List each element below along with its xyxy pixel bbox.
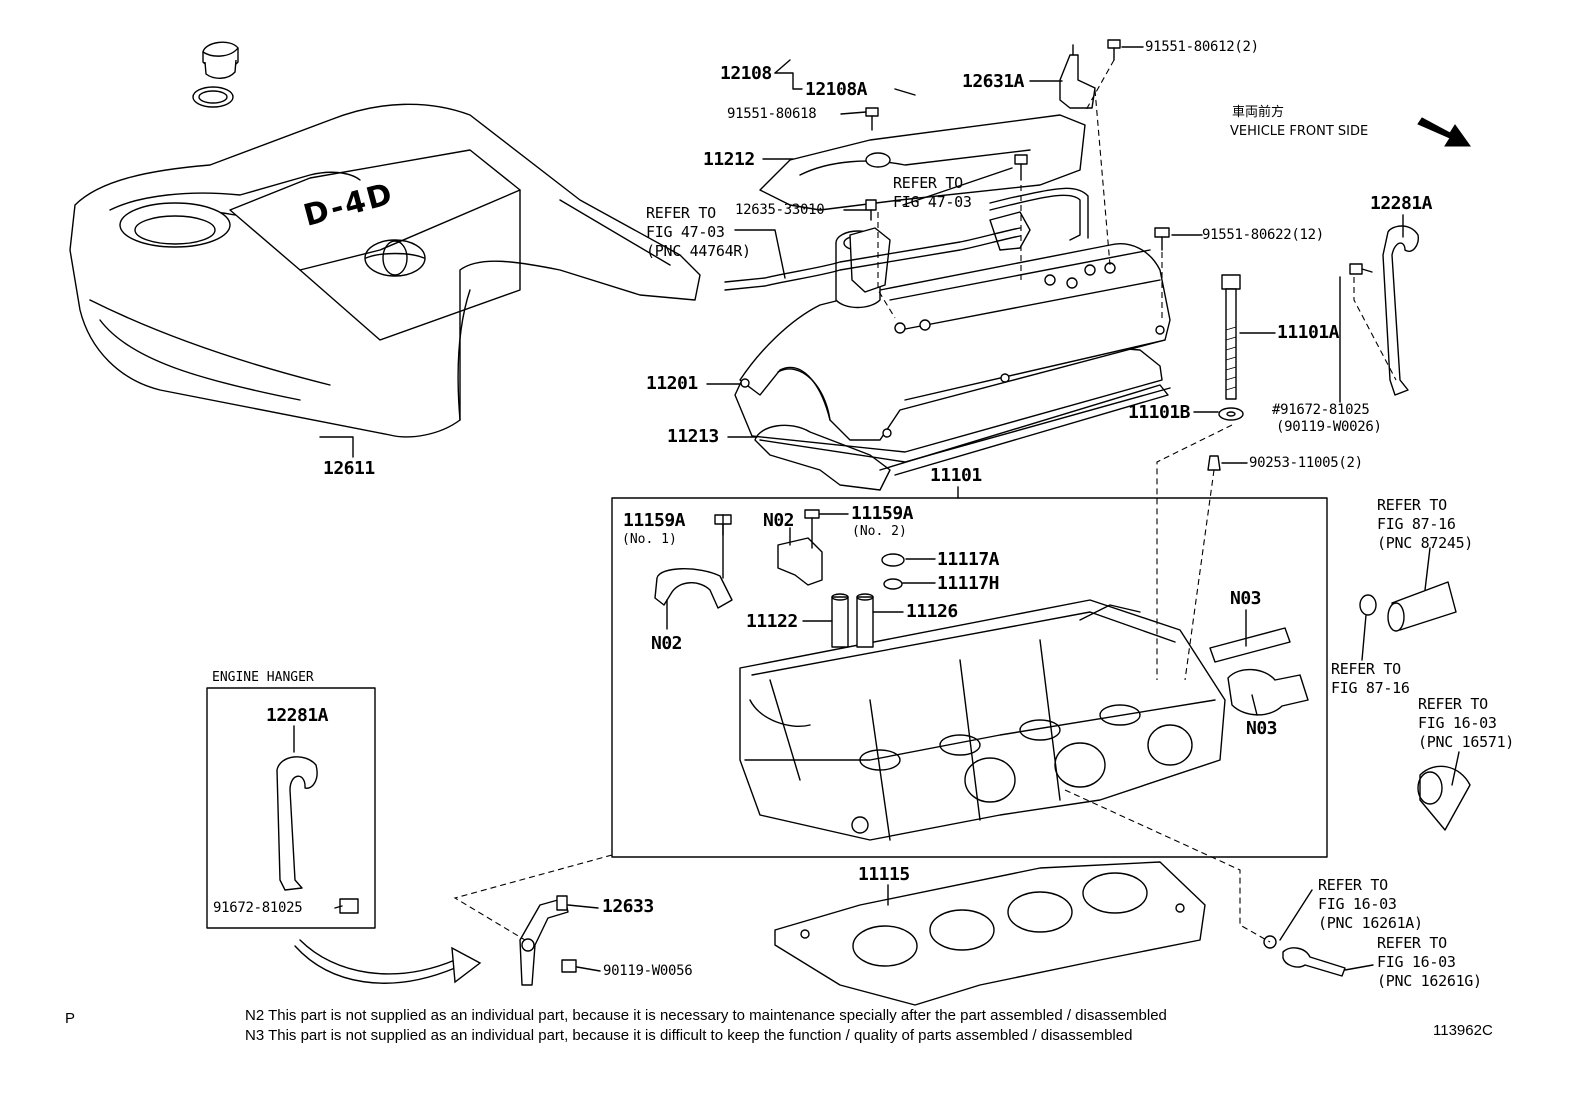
vehicle-front-label: VEHICLE FRONT SIDE [1230, 124, 1369, 139]
part-label-11117a[interactable]: 11117A [937, 549, 1000, 570]
part-label-91551-80618[interactable]: 91551-80618 [727, 106, 817, 122]
part-label-12108[interactable]: 12108 [720, 63, 772, 84]
cover-bolts-illustration [724, 39, 1170, 293]
head-cover-plate-illustration [759, 114, 1086, 211]
part-label-12281a[interactable]: 12281A [1370, 193, 1433, 214]
part-label-90119-w0056[interactable]: 90119-W0056 [603, 963, 693, 979]
note-n3: N3 This part is not supplied as an indiv… [245, 1027, 1133, 1044]
part-label-90253-11005[interactable]: 90253-11005(2) [1249, 455, 1363, 471]
oil-filler-cap-illustration [192, 41, 239, 108]
part-label-11159a-no2[interactable]: 11159A [851, 503, 914, 524]
engine-cover-illustration [69, 103, 701, 438]
part-label-90119-w0026[interactable]: (90119-W0026) [1276, 419, 1382, 435]
part-label-n02-top[interactable]: N02 [763, 510, 795, 531]
cylinder-head-illustration [739, 599, 1226, 841]
part-label-12631a[interactable]: 12631A [962, 71, 1025, 92]
part-label-11122[interactable]: 11122 [746, 611, 798, 632]
vehicle-front-arrow [1417, 117, 1471, 147]
part-label-11115[interactable]: 11115 [858, 864, 910, 885]
figure-id: 113962C [1433, 1022, 1493, 1039]
head-bolt-illustration [1207, 274, 1244, 471]
cam-cap-and-valve-parts-illustration [654, 509, 1471, 977]
part-note-no1: (No. 1) [622, 532, 677, 547]
part-label-12633[interactable]: 12633 [602, 896, 654, 917]
part-label-11201[interactable]: 11201 [646, 373, 698, 394]
part-label-n03-top[interactable]: N03 [1230, 588, 1262, 609]
part-label-12611[interactable]: 12611 [323, 458, 375, 479]
engine-hanger-inset-illustration [276, 756, 359, 914]
note-n2: N2 This part is not supplied as an indiv… [245, 1007, 1167, 1024]
curved-arrow [294, 939, 482, 984]
corner-marker: P [65, 1010, 76, 1027]
vehicle-front-label-jp: 車両前方 [1232, 105, 1285, 120]
engine-hanger-part-label[interactable]: 12281A [266, 705, 329, 726]
dashed-lines [453, 59, 1397, 943]
engine-hanger-inset-box [206, 687, 376, 929]
part-label-12635-33010[interactable]: 12635-33010 [735, 202, 825, 218]
part-label-91551-80612[interactable]: 91551-80612(2) [1145, 39, 1259, 55]
leader-lines [293, 46, 1460, 972]
part-note-no2: (No. 2) [852, 524, 907, 539]
part-label-11101a[interactable]: 11101A [1277, 322, 1340, 343]
part-label-11213[interactable]: 11213 [667, 426, 719, 447]
part-label-12108a[interactable]: 12108A [805, 79, 868, 100]
part-label-11101[interactable]: 11101 [930, 465, 982, 486]
part-label-n02-bottom[interactable]: N02 [651, 633, 683, 654]
cylinder-head-cover-illustration [734, 230, 1171, 491]
engine-hanger-title: ENGINE HANGER [212, 670, 314, 685]
part-label-11212[interactable]: 11212 [703, 149, 755, 170]
engine-hanger-bolt-label[interactable]: 91672-81025 [213, 900, 303, 916]
part-label-11159a-no1[interactable]: 11159A [623, 510, 686, 531]
part-label-11101b[interactable]: 11101B [1128, 402, 1191, 423]
part-label-11126[interactable]: 11126 [906, 601, 958, 622]
rear-engine-hanger-illustration [519, 895, 577, 986]
part-label-n03-bottom[interactable]: N03 [1246, 718, 1278, 739]
part-label-91551-80622[interactable]: 91551-80622(12) [1202, 227, 1324, 243]
cylinder-head-box [611, 497, 1328, 858]
part-label-91672-81025[interactable]: #91672-81025 [1272, 402, 1370, 418]
engine-hanger-right-illustration [1349, 225, 1420, 396]
part-label-11117h[interactable]: 11117H [937, 573, 1000, 594]
head-gasket-illustration [774, 861, 1206, 1006]
